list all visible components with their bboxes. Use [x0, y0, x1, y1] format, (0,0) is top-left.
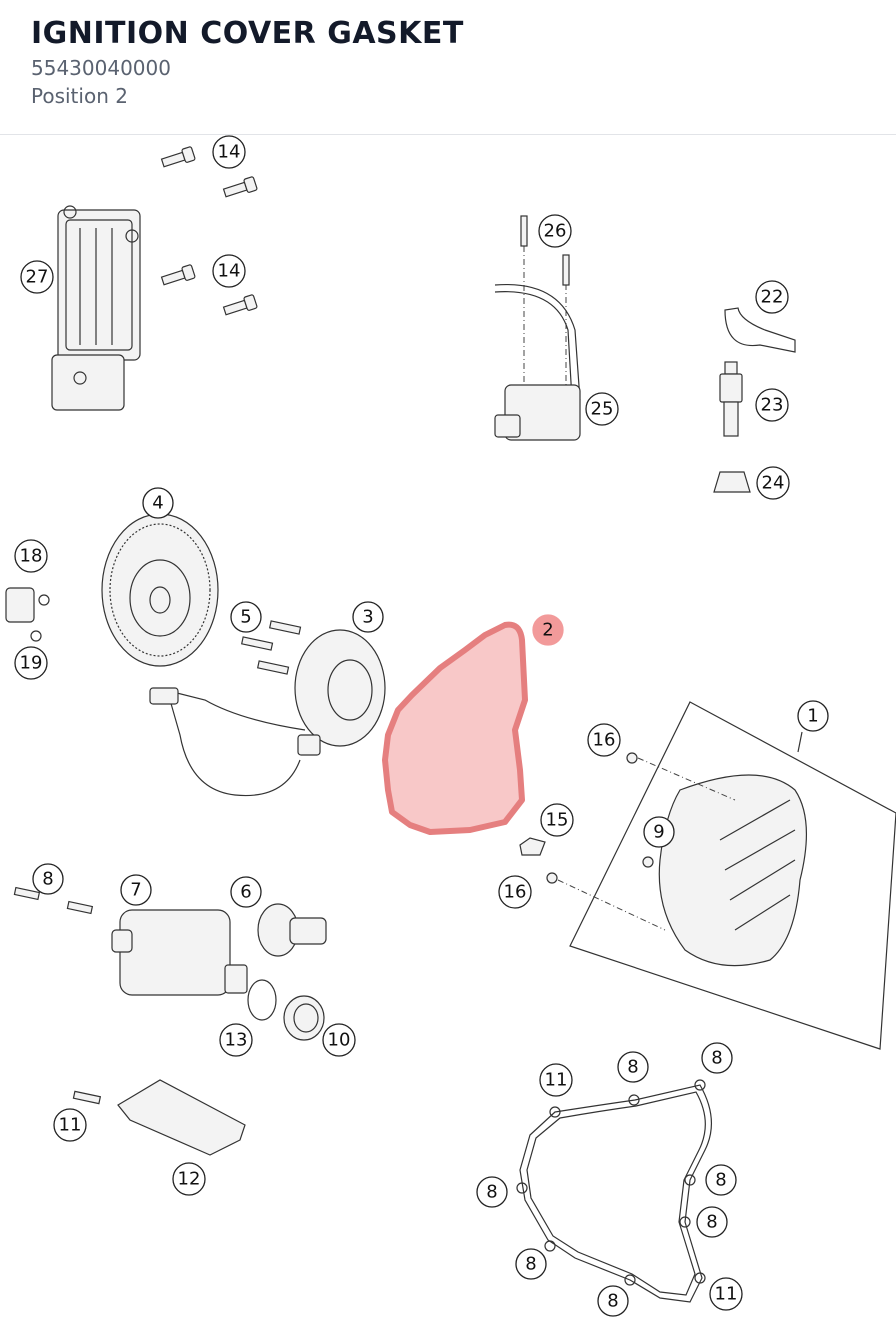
part-number: 55430040000: [31, 56, 171, 80]
callout-14[interactable]: 14: [212, 254, 246, 288]
callout-8[interactable]: 8: [597, 1285, 629, 1317]
sensor-drawing: [5, 587, 50, 642]
svg-text:16: 16: [593, 730, 616, 751]
callout-6[interactable]: 6: [230, 876, 262, 908]
regulator-unit-drawing: [51, 205, 141, 411]
svg-text:7: 7: [130, 880, 141, 901]
callout-9[interactable]: 9: [643, 816, 675, 848]
svg-text:11: 11: [59, 1115, 82, 1136]
svg-text:8: 8: [42, 869, 53, 890]
callout-8[interactable]: 8: [515, 1248, 547, 1280]
callout-1[interactable]: 1: [797, 700, 829, 732]
callout-4[interactable]: 4: [142, 487, 174, 519]
svg-text:1: 1: [807, 706, 818, 727]
callout-11[interactable]: 11: [709, 1277, 743, 1311]
svg-text:5: 5: [240, 607, 251, 628]
svg-text:8: 8: [525, 1254, 536, 1275]
callout-3[interactable]: 3: [352, 601, 384, 633]
ignition-cover-gasket-highlight[interactable]: [382, 621, 528, 835]
svg-text:3: 3: [362, 607, 373, 628]
svg-text:14: 14: [218, 261, 241, 282]
callout-8[interactable]: 8: [32, 863, 64, 895]
callout-13[interactable]: 13: [219, 1023, 253, 1057]
callout-16[interactable]: 16: [587, 723, 621, 757]
svg-text:22: 22: [761, 287, 784, 308]
svg-text:25: 25: [591, 399, 614, 420]
callout-2-highlighted[interactable]: 2: [532, 614, 564, 646]
starter-motor-drawing: [13, 886, 248, 996]
starter-gear-drawing: [257, 903, 327, 957]
bushing-drawing: [283, 995, 325, 1041]
screws-14-drawing: [160, 146, 258, 316]
svg-text:23: 23: [761, 395, 784, 416]
o-ring-drawing: [247, 979, 277, 1021]
svg-text:12: 12: [178, 1169, 201, 1190]
page-header: IGNITION COVER GASKET 55430040000 Positi…: [0, 0, 896, 135]
svg-text:24: 24: [762, 473, 785, 494]
svg-text:6: 6: [240, 882, 251, 903]
callout-14[interactable]: 14: [212, 135, 246, 169]
spark-plug-drawing: [713, 307, 796, 493]
callout-18[interactable]: 18: [14, 539, 48, 573]
svg-text:11: 11: [545, 1070, 568, 1091]
svg-text:19: 19: [20, 653, 43, 674]
svg-text:26: 26: [544, 221, 567, 242]
callout-24[interactable]: 24: [756, 466, 790, 500]
callout-16[interactable]: 16: [498, 875, 532, 909]
svg-text:15: 15: [546, 810, 569, 831]
callout-19[interactable]: 19: [14, 646, 48, 680]
svg-text:18: 18: [20, 546, 43, 567]
svg-text:8: 8: [711, 1048, 722, 1069]
svg-text:16: 16: [504, 882, 527, 903]
callout-22[interactable]: 22: [755, 280, 789, 314]
callout-8[interactable]: 8: [476, 1176, 508, 1208]
screws-5-drawing: [240, 620, 302, 675]
stator-drawing: [149, 629, 386, 797]
callout-25[interactable]: 25: [585, 392, 619, 426]
flywheel-drawing: [101, 513, 219, 667]
svg-text:13: 13: [225, 1030, 248, 1051]
callout-23[interactable]: 23: [755, 388, 789, 422]
callout-11[interactable]: 11: [539, 1063, 573, 1097]
svg-text:11: 11: [715, 1284, 738, 1305]
svg-text:9: 9: [653, 822, 664, 843]
callout-7[interactable]: 7: [120, 874, 152, 906]
svg-text:8: 8: [627, 1057, 638, 1078]
svg-text:8: 8: [706, 1212, 717, 1233]
starter-guard-drawing: [72, 1079, 246, 1156]
callout-11[interactable]: 11: [53, 1108, 87, 1142]
callout-8[interactable]: 8: [701, 1042, 733, 1074]
callout-26[interactable]: 26: [538, 214, 572, 248]
ignition-coil-drawing: [494, 215, 581, 441]
svg-text:8: 8: [715, 1170, 726, 1191]
callout-27[interactable]: 27: [20, 260, 54, 294]
callout-8[interactable]: 8: [705, 1164, 737, 1196]
svg-text:27: 27: [26, 267, 49, 288]
ignition-cover-drawing: [519, 701, 896, 1050]
clutch-cover-gasket-drawing: [516, 1079, 713, 1303]
callout-5[interactable]: 5: [230, 601, 262, 633]
callout-8[interactable]: 8: [696, 1206, 728, 1238]
svg-text:8: 8: [486, 1182, 497, 1203]
callout-8[interactable]: 8: [617, 1051, 649, 1083]
callout-10[interactable]: 10: [322, 1023, 356, 1057]
callout-15[interactable]: 15: [540, 803, 574, 837]
svg-text:8: 8: [607, 1291, 618, 1312]
svg-text:2: 2: [542, 620, 553, 641]
svg-text:4: 4: [152, 493, 163, 514]
svg-text:10: 10: [328, 1030, 351, 1051]
part-position: Position 2: [31, 84, 128, 108]
callout-12[interactable]: 12: [172, 1162, 206, 1196]
svg-text:14: 14: [218, 142, 241, 163]
part-title: IGNITION COVER GASKET: [31, 16, 464, 51]
